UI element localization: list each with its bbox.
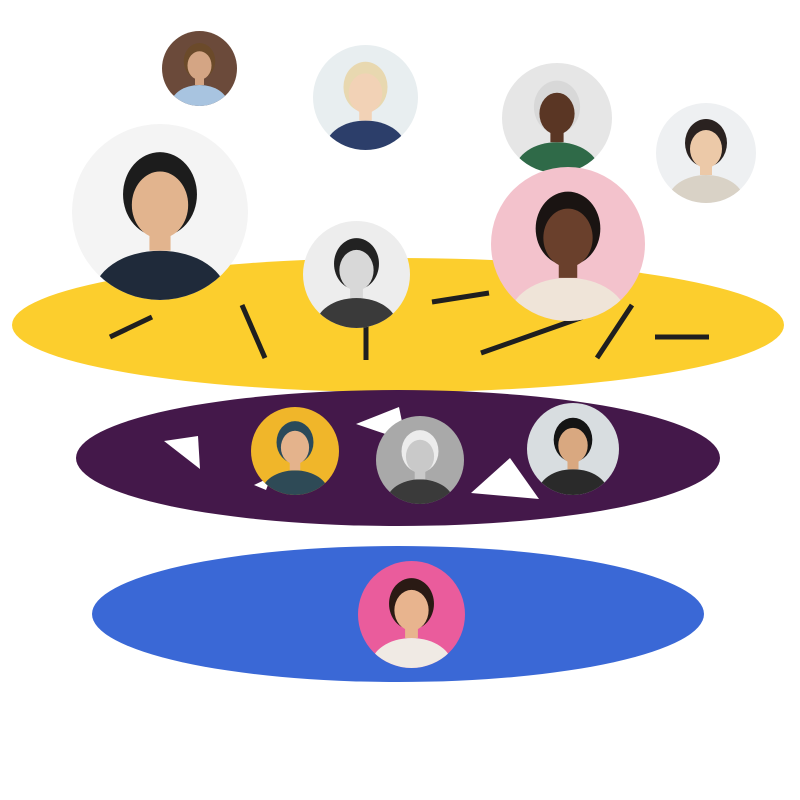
portrait-face: [348, 73, 383, 114]
portrait-neck: [414, 467, 426, 480]
portrait-neck: [289, 458, 301, 471]
portrait-face: [131, 171, 189, 239]
portrait-woman-curly-hair-pink-bg: [491, 167, 645, 321]
portrait-shoulders: [386, 479, 454, 504]
portrait-face: [280, 430, 310, 465]
portrait-shoulders: [325, 120, 406, 150]
avatar: [502, 63, 612, 173]
portrait-shoulders: [668, 175, 744, 203]
avatar: [162, 31, 237, 106]
portrait-shoulders: [509, 277, 627, 321]
portrait-woman-short-gray-hair-smiling: [502, 63, 612, 173]
portrait-shoulders: [171, 85, 228, 106]
portrait-shoulders: [261, 470, 329, 495]
triangle: [164, 436, 200, 469]
dash: [108, 314, 154, 340]
portrait-shoulders: [315, 298, 398, 328]
portrait-face: [339, 249, 374, 291]
dash: [480, 314, 584, 356]
avatar: [656, 103, 756, 203]
avatar: [527, 403, 619, 495]
portrait-face: [543, 208, 593, 268]
portrait-man-beard-bookshelf: [162, 31, 237, 106]
triangle: [471, 458, 539, 499]
avatar: [72, 124, 248, 300]
portrait-face: [690, 130, 722, 168]
portrait-person-bleached-hair-bw: [376, 416, 464, 504]
portrait-shoulders: [515, 142, 599, 173]
portrait-man-glasses-suit: [72, 124, 248, 300]
portrait-face: [405, 439, 435, 474]
portrait-woman-teal-hair-yellow-wall: [251, 407, 339, 495]
avatar: [313, 45, 418, 150]
avatar: [491, 167, 645, 321]
avatar: [251, 407, 339, 495]
portrait-woman-pink-background: [358, 561, 465, 668]
portrait-woman-short-blonde: [313, 45, 418, 150]
portrait-face: [539, 92, 575, 135]
connector-dashes: [108, 290, 709, 360]
portrait-face: [187, 51, 212, 80]
dash: [594, 303, 635, 360]
portrait-woman-glasses-bw: [303, 221, 410, 328]
dash: [431, 290, 490, 305]
avatar: [358, 561, 465, 668]
portrait-shoulders: [538, 469, 608, 495]
portrait-shoulders: [370, 638, 453, 668]
portrait-shoulders: [93, 250, 227, 300]
portrait-face: [558, 427, 588, 463]
dash: [239, 304, 268, 359]
portrait-woman-long-dark-hair: [656, 103, 756, 203]
triangles: [164, 407, 539, 499]
avatar: [376, 416, 464, 504]
portrait-man-undercut-hair: [527, 403, 619, 495]
portrait-face: [394, 589, 429, 631]
avatar: [303, 221, 410, 328]
